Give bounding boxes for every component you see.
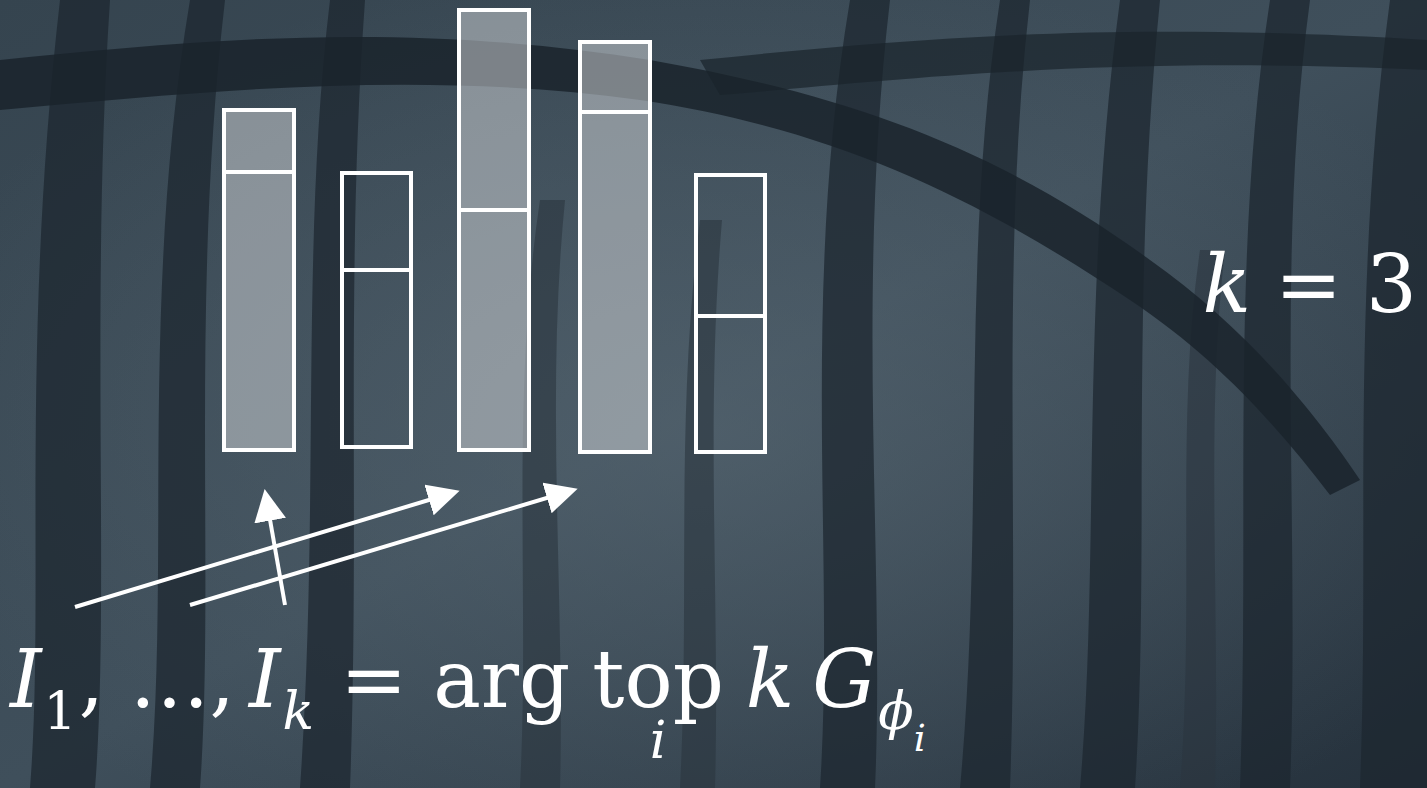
k-value: k = 3 xyxy=(1203,245,1417,325)
formula-index: i xyxy=(650,714,667,766)
formula-symbol: G xyxy=(812,640,876,720)
bar xyxy=(342,173,411,447)
rejected-arrow xyxy=(266,497,285,605)
formula-subscript: i xyxy=(914,719,926,757)
bar-divider xyxy=(459,208,529,212)
formula-subscript: k xyxy=(283,685,315,737)
formula-operator: = xyxy=(340,640,407,720)
formula-symbol: k xyxy=(746,640,794,720)
bar-divider xyxy=(696,314,765,318)
formula: I1, …,Ik=argtopkGϕi xyxy=(10,640,926,757)
formula-operator: arg xyxy=(433,640,570,720)
bar-divider xyxy=(342,268,411,272)
parameter-operator: = xyxy=(1275,245,1342,325)
formula-punctuation: , …, xyxy=(79,640,235,720)
bar xyxy=(224,110,294,450)
bar xyxy=(580,42,650,452)
bar xyxy=(696,175,765,452)
parameter-value: 3 xyxy=(1366,245,1417,325)
selection-arrow xyxy=(75,493,452,607)
parameter-symbol: k xyxy=(1203,245,1251,325)
formula-operator: top xyxy=(592,640,724,720)
formula-symbol: I xyxy=(249,640,281,720)
bar-divider xyxy=(580,110,650,114)
selection-arrow xyxy=(190,491,570,605)
formula-subscript: ϕ xyxy=(878,685,913,737)
formula-subscript: 1 xyxy=(44,685,77,737)
bar xyxy=(459,10,529,450)
formula-symbol: I xyxy=(10,640,42,720)
bar-divider xyxy=(224,170,294,174)
